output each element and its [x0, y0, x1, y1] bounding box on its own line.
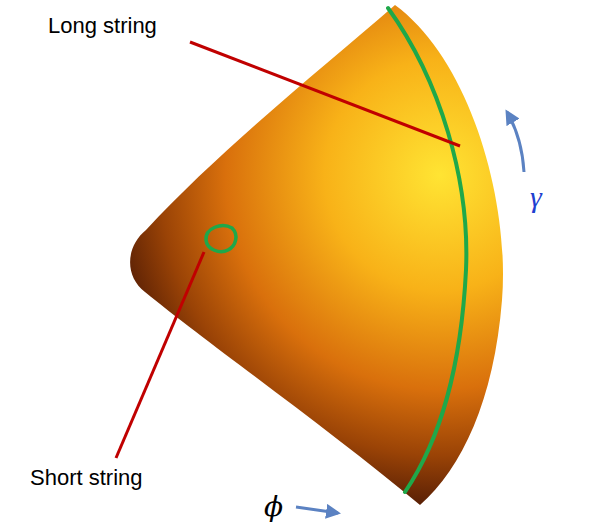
- short-string-loop: [206, 226, 236, 252]
- cone-surface: [130, 5, 503, 505]
- callout-label: Long string: [48, 14, 157, 38]
- leader-line: [116, 252, 204, 458]
- long-string-loop: [388, 8, 466, 492]
- leader-line: [190, 42, 460, 146]
- axis-symbol: ϕ: [264, 492, 283, 523]
- phi-arrow: [296, 507, 338, 513]
- axis-symbol: γ: [530, 180, 542, 213]
- gamma-arrow: [507, 112, 524, 172]
- callout-label: Short string: [30, 466, 143, 490]
